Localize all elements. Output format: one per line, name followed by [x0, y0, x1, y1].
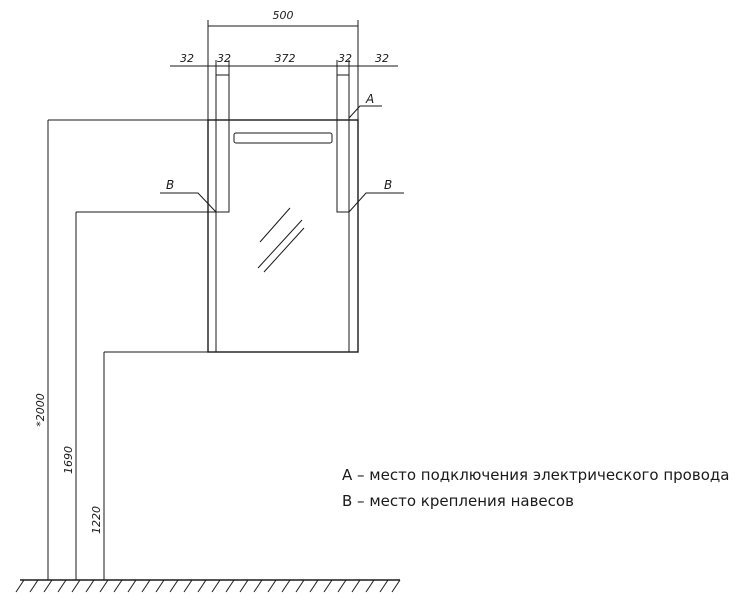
mirror-glare-1: [259, 207, 291, 243]
dim-right-outer: 32: [375, 52, 389, 65]
top-light-bar: [233, 132, 333, 144]
cabinet-body: [207, 119, 359, 353]
leader-b-left: [160, 192, 217, 213]
dim-left-outer: 32: [180, 52, 194, 65]
leader-b-right: [348, 192, 404, 213]
mirror-glare-2: [257, 219, 303, 269]
floor-hatching: [15, 579, 401, 593]
legend-item-a: A – место подключения электрического про…: [342, 466, 730, 484]
leader-a: [348, 105, 382, 119]
dim-bottom-height: 1220: [90, 506, 103, 534]
dim-total-height: *2000: [34, 393, 47, 427]
dim-left-inner: 32: [217, 52, 231, 65]
marker-b-right: B: [384, 178, 392, 192]
right-side-panel: [336, 74, 350, 213]
dim-overall-width: 500: [273, 9, 294, 22]
marker-b-left: B: [166, 178, 174, 192]
legend-item-b: B – место крепления навесов: [342, 492, 574, 510]
marker-a: A: [365, 92, 374, 106]
dim-inner-width: 372: [275, 52, 296, 65]
dim-right-inner: 32: [338, 52, 352, 65]
mirror-glare-3: [263, 227, 305, 273]
dim-mount-height: 1690: [62, 446, 75, 474]
legend: A – место подключения электрического про…: [342, 462, 729, 514]
left-side-panel: [215, 74, 230, 213]
